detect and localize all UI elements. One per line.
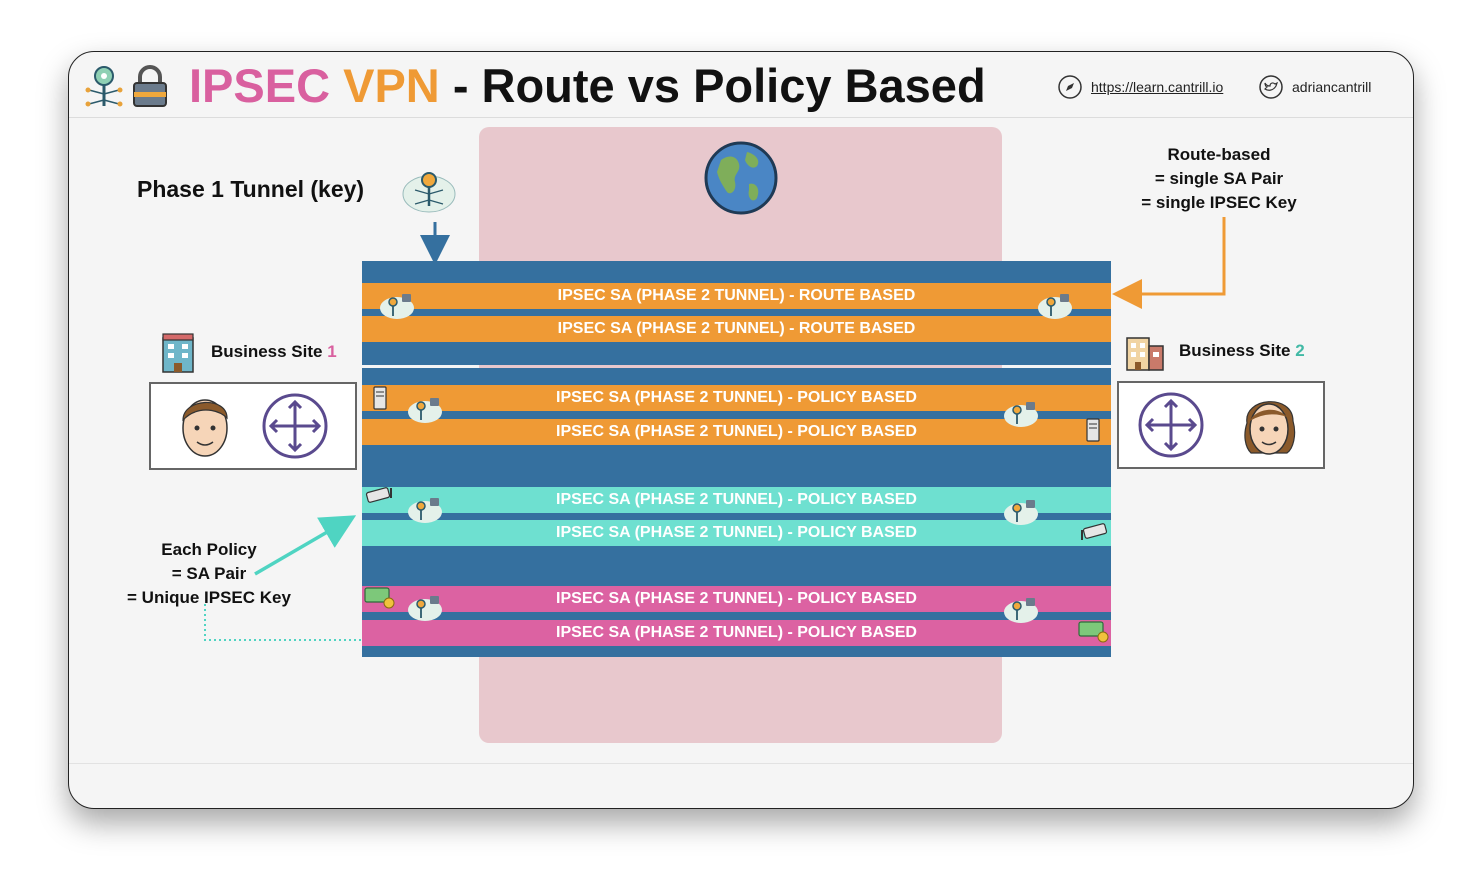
site1-number: 1 xyxy=(327,342,337,361)
cloud-key-icon xyxy=(1004,500,1038,525)
sa-policy-teal-1: IPSEC SA (PHASE 2 TUNNEL) - POLICY BASED xyxy=(362,487,1111,513)
person-icon xyxy=(1244,401,1296,455)
camera-icon xyxy=(365,487,392,503)
cloud-key-icon xyxy=(408,398,442,423)
phase1-label: Phase 1 Tunnel (key) xyxy=(137,176,365,202)
route-based-note: Route-based = single SA Pair = single IP… xyxy=(1119,143,1319,215)
camera-icon xyxy=(1081,523,1108,540)
page-title: IPSEC VPN - Route vs Policy Based xyxy=(189,58,986,114)
server-icon xyxy=(373,386,387,410)
title-vpn: VPN xyxy=(343,59,440,112)
header-divider xyxy=(69,117,1413,118)
padlock-icon xyxy=(133,65,167,107)
key-network-icon xyxy=(85,66,123,107)
sa-policy-orange-1: IPSEC SA (PHASE 2 TUNNEL) - POLICY BASED xyxy=(362,385,1111,411)
site2-label: Business Site 2 xyxy=(1179,341,1305,361)
route-note-line-1: Route-based xyxy=(1167,145,1271,164)
twitter-handle: adriancantrill xyxy=(1292,79,1372,95)
site2-label-text: Business Site xyxy=(1179,341,1291,360)
policy-note-line-1: Each Policy xyxy=(161,540,257,559)
policy-note-arrow xyxy=(254,515,357,576)
arrows-overlay xyxy=(204,217,1226,641)
slide: IPSEC VPN - Route vs Policy Based https:… xyxy=(68,51,1414,809)
course-link-text[interactable]: https://learn.cantrill.io xyxy=(1091,79,1224,95)
route-note-line-3: = single IPSEC Key xyxy=(1141,193,1297,212)
cloud-key-icon xyxy=(408,498,442,523)
policy-note-line-2: = SA Pair xyxy=(171,564,247,583)
course-link[interactable]: https://learn.cantrill.io xyxy=(1057,74,1223,100)
router-icon xyxy=(1138,392,1204,458)
sa-policy-orange-2: IPSEC SA (PHASE 2 TUNNEL) - POLICY BASED xyxy=(362,419,1111,445)
twitter-link[interactable]: adriancantrill xyxy=(1258,74,1371,100)
site1-label: Business Site 1 xyxy=(211,342,337,362)
cloud-key-icon xyxy=(1004,402,1038,427)
policy-note-line-3: = Unique IPSEC Key xyxy=(127,588,291,607)
site2-box xyxy=(1117,381,1325,469)
sa-policy-pink-1: IPSEC SA (PHASE 2 TUNNEL) - POLICY BASED xyxy=(362,586,1111,612)
sa-route-1: IPSEC SA (PHASE 2 TUNNEL) - ROUTE BASED xyxy=(362,283,1111,309)
building-icon xyxy=(162,333,194,373)
title-ipsec: IPSEC xyxy=(189,59,331,112)
sa-policy-pink-2: IPSEC SA (PHASE 2 TUNNEL) - POLICY BASED xyxy=(362,620,1111,646)
policy-based-note: Each Policy = SA Pair = Unique IPSEC Key xyxy=(109,538,309,610)
cloud-key-icon xyxy=(402,172,456,213)
router-icon xyxy=(262,393,328,459)
site2-number: 2 xyxy=(1295,341,1305,360)
cloud-key-icon xyxy=(408,596,442,621)
globe-icon xyxy=(704,141,778,215)
cloud-key-icon xyxy=(1004,598,1038,623)
building-icon xyxy=(1126,337,1164,371)
route-note-arrow xyxy=(1112,217,1226,309)
sa-route-2: IPSEC SA (PHASE 2 TUNNEL) - ROUTE BASED xyxy=(362,316,1111,342)
site1-box xyxy=(149,382,357,470)
person-icon xyxy=(182,399,228,457)
title-rest: - Route vs Policy Based xyxy=(452,59,986,112)
compass-icon xyxy=(1058,75,1082,99)
route-based-tunnel xyxy=(362,261,1111,365)
money-icon xyxy=(1078,621,1109,643)
sa-policy-teal-2: IPSEC SA (PHASE 2 TUNNEL) - POLICY BASED xyxy=(362,520,1111,546)
cloud-key-icon xyxy=(380,294,414,319)
route-note-line-2: = single SA Pair xyxy=(1154,169,1284,188)
footer-divider xyxy=(69,763,1413,764)
server-icon xyxy=(1086,418,1100,442)
site1-label-text: Business Site xyxy=(211,342,323,361)
twitter-icon xyxy=(1259,75,1283,99)
money-icon xyxy=(364,587,395,609)
cloud-key-icon xyxy=(1038,294,1072,319)
